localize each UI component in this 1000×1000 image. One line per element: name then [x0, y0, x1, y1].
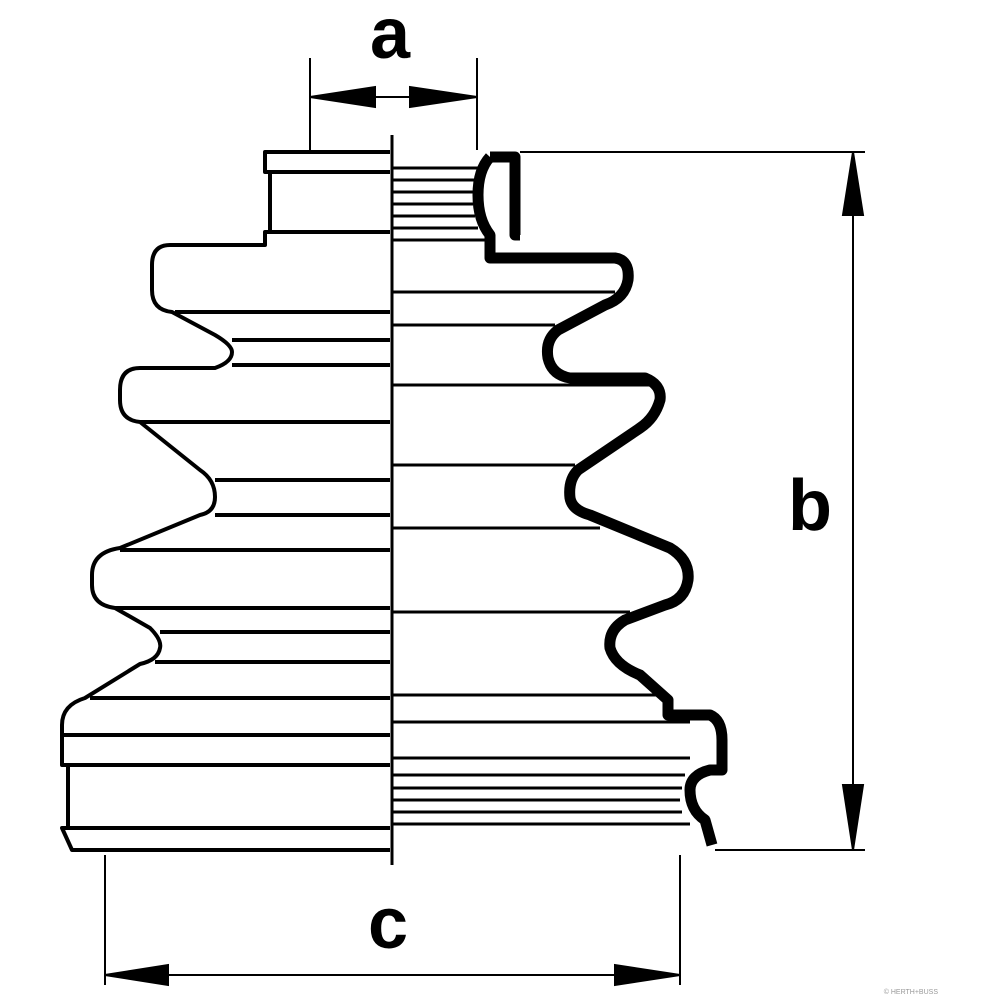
dim-a-label: a [370, 0, 411, 74]
boot-right-lines [392, 166, 690, 826]
dim-b-arrow-top [841, 151, 865, 216]
boot-left-outline [60, 150, 390, 852]
boot-left-lines [62, 170, 390, 830]
dim-a-arrow-left [309, 85, 376, 109]
dim-c-label: c [368, 884, 409, 964]
dim-c-arrow-right [614, 963, 681, 987]
dim-c-arrow-left [104, 963, 169, 987]
dim-b-label: b [788, 466, 832, 546]
boot-right-profile [472, 151, 728, 847]
dim-b-arrow-bottom [841, 784, 865, 851]
dim-a-arrow-right [409, 85, 478, 109]
watermark: © HERTH+BUSS [883, 989, 938, 996]
